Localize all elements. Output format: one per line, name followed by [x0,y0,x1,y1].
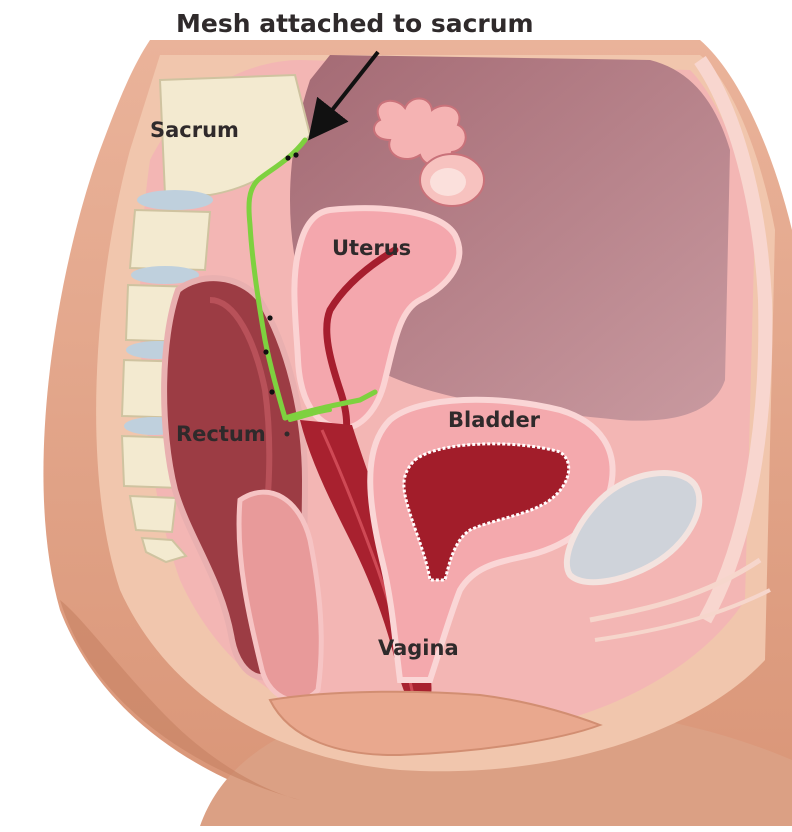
sacrum-label: Sacrum [150,118,239,142]
rectum-label-dot [285,432,290,437]
annotation-label: Mesh attached to sacrum [176,9,534,38]
bladder-label: Bladder [448,408,541,432]
rectum-label: Rectum [176,422,266,446]
vagina-label: Vagina [378,636,459,660]
uterus-label: Uterus [332,236,411,260]
